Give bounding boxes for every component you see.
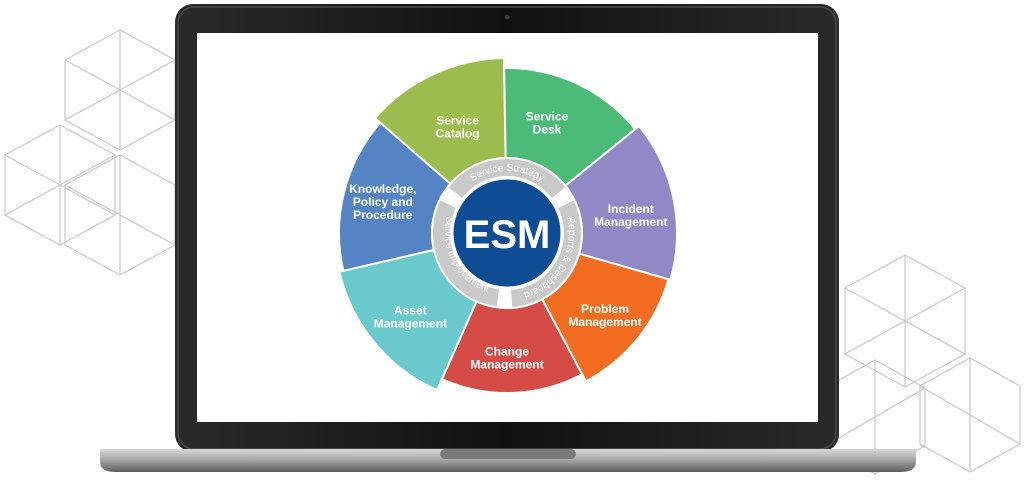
hexagon-pattern-right	[824, 254, 1021, 475]
hexagon-pattern-left	[4, 29, 176, 276]
segment-label-line: Management	[594, 215, 667, 229]
ring-segment	[510, 200, 581, 307]
segment-label-line: Change	[485, 345, 529, 359]
esm-center-circle	[450, 176, 564, 290]
segment-label-line: Service	[526, 110, 569, 124]
segment-label-line: Policy and	[353, 195, 413, 209]
segment-label-line: Catalog	[436, 126, 480, 140]
laptop-notch	[440, 449, 576, 459]
segment-label-line: Management	[470, 358, 543, 372]
ring-segment	[448, 158, 566, 198]
segment-label-line: Procedure	[353, 208, 413, 222]
segment-label-line: Management	[568, 315, 641, 329]
camera-icon	[504, 14, 510, 20]
segment-label-line: Problem	[581, 302, 629, 316]
segment-label-line: Knowledge,	[349, 182, 416, 196]
segment-label-line: Service	[436, 113, 479, 127]
segment-label-line: Management	[374, 316, 447, 330]
segment-label-line: Incident	[608, 202, 654, 216]
laptop-base	[100, 449, 916, 472]
esm-center-label: ESM	[464, 213, 551, 257]
segment-label-line: Desk	[533, 123, 562, 137]
segment-label-line: Asset	[394, 303, 427, 317]
ring-segment	[432, 200, 500, 307]
